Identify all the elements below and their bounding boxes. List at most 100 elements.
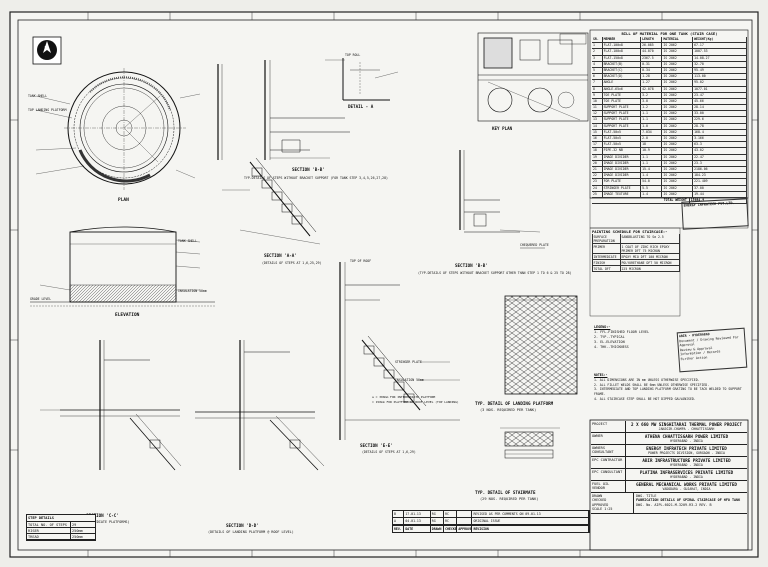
- step-details-title: STEP DETAILS: [27, 515, 95, 522]
- section-bb-top-view: [264, 59, 350, 160]
- bom-cell: 1.27: [641, 80, 663, 86]
- tb-vendor-sub: VADODARA - GUJARAT, INDIA: [662, 487, 711, 491]
- bom-total-label: TOTAL WEIGHT: [592, 197, 690, 204]
- legend-item: 1. FFL-FINISHED FLOOR LEVEL: [594, 330, 650, 334]
- legend-item: 4. THK.-THICKNESS: [594, 345, 629, 349]
- label-top-landing: TOP LANDING PLATFORM: [28, 108, 66, 112]
- revision-header-cell: DATE: [404, 526, 431, 532]
- bom-cell: IS 2062: [662, 61, 694, 67]
- section-aa-title: SECTION 'A-A': [264, 253, 297, 258]
- bom-cell: 7.034: [641, 129, 663, 135]
- bom-cell: 16: [592, 136, 603, 142]
- revision-header-cell: CHECKED: [445, 526, 458, 532]
- revision-cell: B: [393, 511, 405, 517]
- approval-stamp: ENERGY INFRATECH PVT.LTD.: [681, 198, 749, 230]
- step-detail-value: 250mm: [72, 528, 83, 533]
- landing-platform-grating: [504, 295, 578, 395]
- bom-cell: 19: [592, 154, 603, 160]
- section-bb-mid-note: (TYP.DETAILS OF STEPS WITHOUT BRACKET SU…: [418, 271, 572, 275]
- revision-header-cell: APPROVED: [458, 526, 473, 532]
- bom-cell: 14.08.27: [693, 55, 747, 61]
- painting-spec: 225 MICRON: [621, 266, 641, 271]
- north-arrow-icon: N: [32, 36, 62, 65]
- detail-a-title: DETAIL - A: [348, 104, 374, 109]
- detail-a-view: [342, 58, 399, 101]
- painting-step: FINISH: [593, 260, 621, 265]
- label-insulation: INSULATION 50mm: [178, 289, 207, 293]
- tb-epc-label: EPC CONTRACTOR: [591, 457, 626, 468]
- tb-epc-consultant-label: EPC CONSULTANT: [591, 469, 626, 480]
- bom-cell: IS 2062: [662, 55, 694, 61]
- label-gap-note2: = 150mm FOR PLATFORM AT ROOF LEVEL (TOP …: [372, 400, 459, 404]
- label-tank-shell: TANK SHELL: [28, 94, 47, 98]
- bom-cell: 45.66: [693, 98, 747, 105]
- label-insulation-e: INSULATION 50mm: [395, 378, 424, 382]
- tb-epc-sub: HYDERABAD - INDIA: [670, 463, 703, 467]
- bom-cell: 28.14: [693, 105, 747, 111]
- bom-cell: SUPPORT PLATE: [603, 117, 642, 123]
- bom-cell: 1007.53: [693, 49, 747, 55]
- bom-cell: IS 2062: [662, 86, 694, 92]
- tb-owner: ATHENA CHHATTISGARH POWER LIMITED: [644, 434, 729, 439]
- revision-cell: RG: [431, 518, 445, 524]
- bom-cell: IS 2062: [662, 67, 694, 74]
- bom-cell: 6: [592, 74, 603, 80]
- tb-checked: CHECKED: [592, 498, 607, 503]
- bom-header-cell: LENGTH: [641, 37, 663, 43]
- bom-cell: 113.00: [693, 74, 747, 80]
- revision-cell: [457, 511, 473, 517]
- bom-cell: 11: [592, 105, 603, 111]
- approval-stamp-text: ENERGY INFRATECH PVT.LTD.: [683, 200, 735, 208]
- tb-epc-consultant-row: EPC CONSULTANT PLATINA INFRASERVICES PRI…: [591, 469, 747, 481]
- bom-cell: 10: [592, 98, 603, 105]
- bom-cell: 15.4: [641, 166, 663, 173]
- revision-cell: RG: [431, 511, 445, 517]
- plan-view: [35, 68, 201, 190]
- section-ee-view: [339, 262, 460, 440]
- bom-cell: IMAGE DIVIDER: [603, 173, 642, 179]
- tb-scale: 1:25: [604, 507, 613, 512]
- bom-cell: IS 2062: [662, 80, 694, 86]
- tb-rev-label: REV.: [699, 502, 708, 507]
- bom-cell: FOR PLATE: [603, 179, 642, 185]
- stairmate-title: TYP. DETAIL OF STAIRMATE: [475, 490, 536, 495]
- tb-dwg-no: AIPL-6021-M-3209-R3-2: [654, 502, 698, 507]
- bom-cell: 95.02: [693, 80, 747, 86]
- bom-cell: 18: [592, 148, 603, 154]
- painting-spec: POLYURETHANE DFT 50 MICRON: [621, 260, 672, 265]
- bom-cell: 22: [592, 173, 603, 179]
- bom-cell: 20: [592, 160, 603, 166]
- section-cc-title: SECTION 'C-C': [86, 513, 119, 518]
- label-tank-shell-elev: TANK SHELL: [178, 239, 197, 243]
- bom-cell: 3.0: [641, 98, 663, 105]
- revision-cell: 17.01.13: [404, 511, 431, 517]
- note-item: 2. ALL FILLET WELDS SHALL BE 6mm UNLESS …: [594, 382, 710, 387]
- bom-cell: IS 2062: [662, 148, 694, 154]
- painting-spec: SANDBLASTING TO Sa 2.5: [621, 234, 664, 239]
- tb-dwg-row: DRAWN CHECKED APPROVED SCALE 1:25 DWG. T…: [591, 493, 747, 514]
- tb-project: 2 X 660 MW SINGHITARAI THERMAL POWER PRO…: [631, 422, 742, 427]
- bom-cell: 18: [641, 142, 663, 148]
- landing-detail-title: TYP. DETAIL OF LANDING PLATFORM: [475, 401, 554, 406]
- bom-cell: 9: [592, 92, 603, 98]
- painting-step: INTERMEDIATE: [593, 254, 621, 259]
- stairmate-sub: (29 NOS. REQUIRED PER TANK): [480, 497, 538, 501]
- bom-cell: STRINGER PLATE: [603, 185, 642, 191]
- bom-cell: IS 2062: [662, 129, 694, 135]
- bom-cell: FLAT-100x8: [603, 43, 642, 49]
- bom-cell: 0.31: [641, 61, 663, 67]
- bom-cell: 28.78: [693, 123, 747, 129]
- painting-schedule: PAINTING SCHEDULE FOR STAIRCASE:- SURFAC…: [592, 229, 680, 272]
- tb-project-row: PROJECT 2 X 660 MW SINGHITARAI THERMAL P…: [591, 421, 747, 433]
